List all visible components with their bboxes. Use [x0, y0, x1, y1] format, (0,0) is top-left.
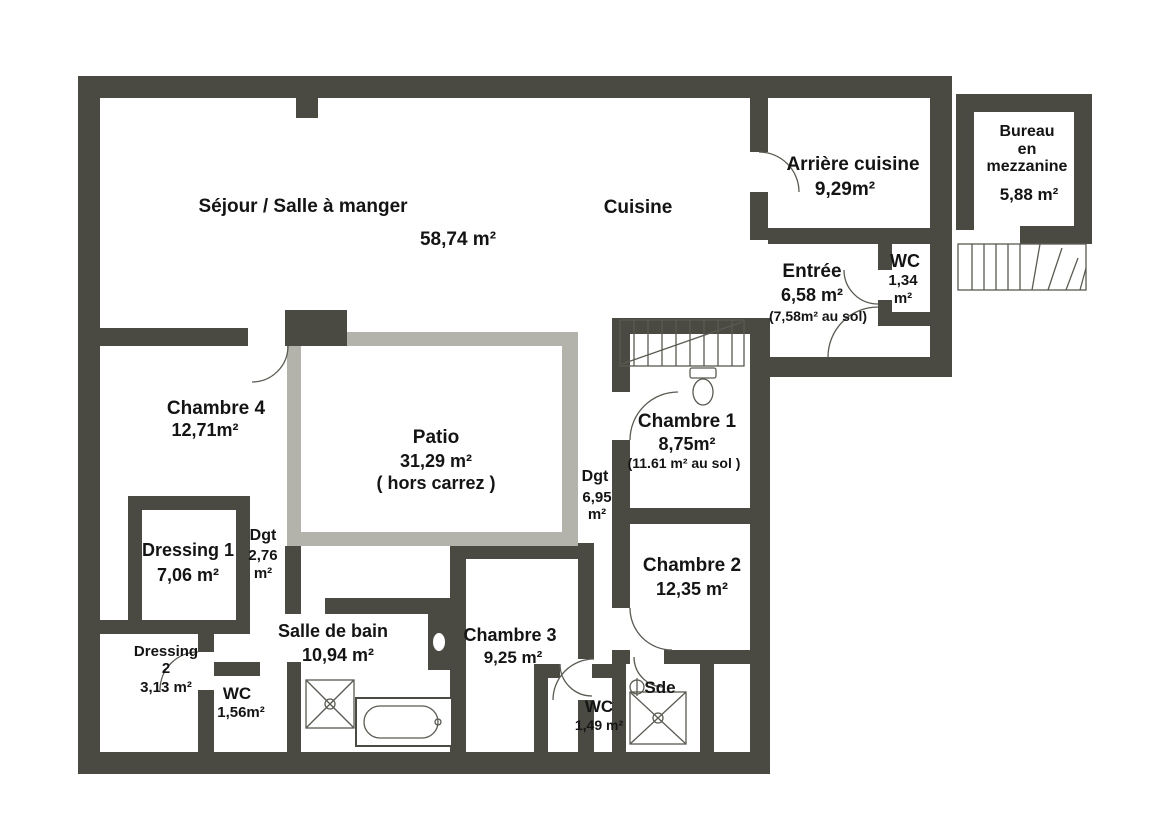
room-label-cuisine: Cuisine — [603, 197, 673, 218]
room-area-patio: 31,29 m² — [399, 451, 473, 471]
room-note-chambre1: (11.61 m² au sol ) — [627, 455, 741, 471]
stairs-chambre1-icon — [619, 319, 745, 367]
toilet-icon — [689, 367, 717, 406]
room-label-patio: Patio — [412, 427, 460, 448]
room-area-dgt-est-2: m² — [587, 506, 607, 523]
room-label-dgt-ouest: Dgt — [249, 527, 277, 544]
room-label-sde: Sde — [644, 678, 676, 697]
room-label-dressing2-1: Dressing — [133, 643, 199, 660]
room-label-wc-entree: WC — [890, 251, 920, 271]
room-area-wc-entree-2: m² — [893, 290, 913, 307]
room-area-chambre2: 12,35 m² — [655, 579, 729, 599]
room-label-wc-sud: WC — [584, 697, 614, 716]
room-label-wc-ouest: WC — [222, 684, 252, 703]
room-label-chambre1: Chambre 1 — [637, 411, 737, 432]
room-label-chambre2: Chambre 2 — [642, 555, 742, 576]
shower-icon-sde — [629, 691, 687, 745]
room-area-salle-de-bain: 10,94 m² — [301, 645, 375, 665]
room-area-dressing2: 3,13 m² — [140, 679, 192, 696]
stairs-bureau-icon — [957, 243, 1087, 291]
room-label-bureau-1: Bureau — [999, 123, 1055, 140]
room-area-dgt-est-1: 6,95 — [582, 489, 612, 506]
room-area-dressing1: 7,06 m² — [156, 565, 220, 585]
room-label-bureau-2: en — [1017, 141, 1037, 158]
room-label-chambre3: Chambre 3 — [463, 625, 557, 645]
room-label-dressing2-2: 2 — [161, 660, 171, 677]
room-area-sejour: 58,74 m² — [419, 229, 497, 250]
room-label-entree: Entrée — [782, 261, 842, 282]
room-area-chambre3: 9,25 m² — [483, 648, 543, 667]
room-area-entree: 6,58 m² — [780, 285, 844, 305]
shower-icon-bathroom — [305, 679, 355, 729]
room-area-wc-entree-1: 1,34 — [888, 272, 918, 289]
room-label-dressing1: Dressing 1 — [141, 540, 235, 560]
room-area-wc-ouest: 1,56m² — [217, 704, 265, 721]
door-handle-icon — [629, 678, 645, 696]
room-label-sejour: Séjour / Salle à manger — [198, 196, 408, 217]
washbasin-icon — [428, 614, 450, 670]
room-area-arriere-cuisine: 9,29m² — [814, 179, 876, 200]
interior-walls — [100, 98, 952, 752]
room-label-chambre4: Chambre 4 — [166, 398, 266, 419]
room-label-dgt-est: Dgt — [581, 468, 609, 485]
room-area-chambre1: 8,75m² — [658, 434, 716, 454]
bathtub-icon — [355, 697, 453, 747]
room-area-dgt-ouest-2: m² — [253, 565, 273, 582]
patio-walls — [287, 332, 578, 546]
room-note-entree: (7,58m² au sol) — [768, 308, 868, 324]
room-area-bureau: 5,88 m² — [999, 185, 1059, 204]
outer-walls — [78, 76, 952, 774]
room-area-dgt-ouest-1: 2,76 — [248, 547, 278, 564]
room-area-chambre4: 12,71m² — [171, 420, 239, 440]
room-label-bureau-3: mezzanine — [986, 158, 1068, 175]
room-label-arriere-cuisine: Arrière cuisine — [786, 154, 920, 175]
room-area-wc-sud: 1,49 m² — [574, 717, 624, 733]
room-label-salle-de-bain: Salle de bain — [277, 621, 389, 641]
room-note-patio: ( hors carrez ) — [376, 473, 496, 493]
door-arcs — [159, 151, 879, 701]
bureau-walls — [956, 94, 1092, 244]
